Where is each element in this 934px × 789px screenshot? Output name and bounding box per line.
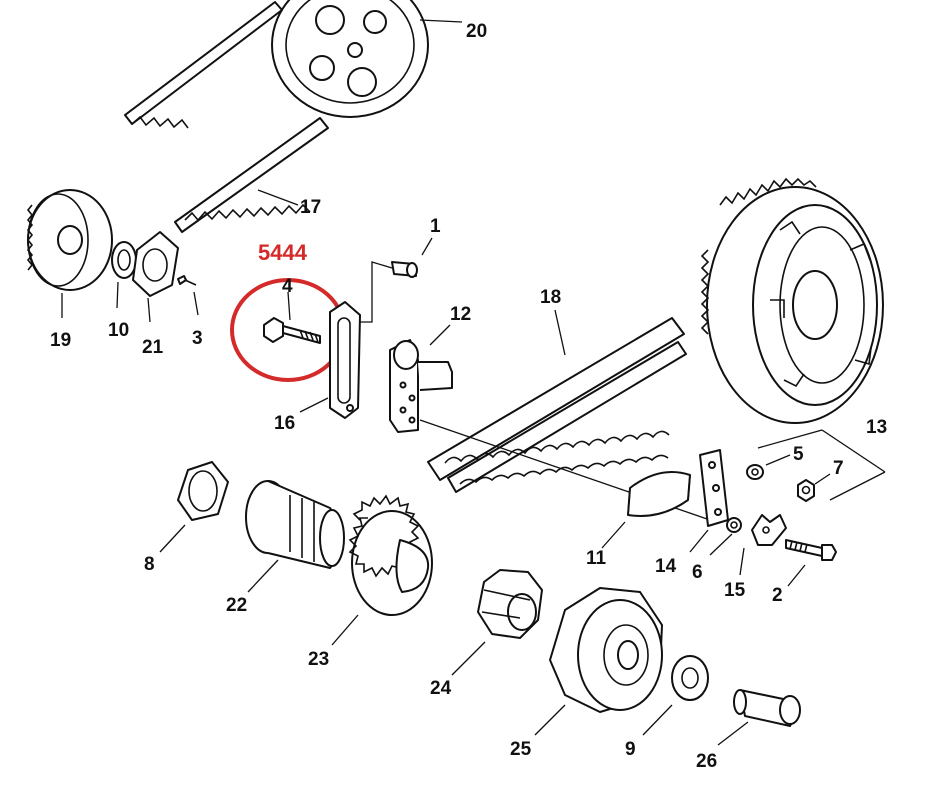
- part-1-bolt: [350, 237, 433, 323]
- callout-19: 19: [50, 330, 71, 351]
- callout-15: 15: [724, 580, 746, 601]
- part-21-lock-plate: [132, 231, 179, 323]
- part-8-hex-nut: [159, 461, 229, 553]
- callout-9: 9: [625, 739, 636, 760]
- highlight-label: 5444: [258, 240, 308, 265]
- callout-16: 16: [274, 413, 295, 434]
- callout-6: 6: [692, 562, 703, 583]
- callout-23: 23: [308, 649, 329, 670]
- part-6-washer: [709, 517, 742, 556]
- part-25-wheel-hub: [534, 587, 663, 736]
- callout-11: 11: [586, 548, 607, 569]
- part-4-bolt: [263, 291, 321, 344]
- callout-18: 18: [540, 287, 561, 308]
- part-2-axle-bolt: [785, 539, 837, 587]
- callout-25: 25: [510, 739, 532, 760]
- upper-belt-segment: [124, 1, 283, 129]
- part-20-rear-pulley: [271, 0, 463, 118]
- part-12-spacer-bracket: [389, 324, 453, 433]
- callout-13: 13: [866, 417, 887, 438]
- callout-2: 2: [772, 585, 783, 606]
- callout-12: 12: [450, 304, 471, 325]
- callout-10: 10: [108, 320, 129, 341]
- part-10-seal: [111, 241, 137, 309]
- part-9-washer: [642, 655, 709, 736]
- part-22-spline-hub: [245, 480, 345, 593]
- callout-8: 8: [144, 554, 155, 575]
- part-13-leader-bracket: [757, 429, 886, 501]
- callout-20: 20: [466, 21, 487, 42]
- callout-1: 1: [430, 216, 441, 237]
- callout-4: 4: [282, 276, 293, 297]
- part-15-lock-tab: [739, 514, 787, 576]
- callout-22: 22: [226, 595, 247, 616]
- part-16-adjuster-bracket: [299, 301, 361, 419]
- part-3-screw: [177, 275, 199, 316]
- callout-5: 5: [793, 444, 804, 465]
- part-17-drive-belt: [174, 117, 329, 233]
- part-26-spacer-sleeve: [717, 689, 801, 746]
- callout-24: 24: [430, 678, 452, 699]
- part-11-chain-guide: [601, 471, 691, 549]
- part-24-hub-carrier: [451, 569, 543, 676]
- part-5-washer: [746, 454, 791, 480]
- callout-21: 21: [142, 337, 164, 358]
- callout-14: 14: [655, 556, 677, 577]
- part-23-front-sprocket: [331, 494, 433, 646]
- part-13-rear-sprocket-hub: [700, 177, 884, 424]
- part-19-transmission-pulley: [26, 189, 113, 318]
- part-7-nut: [797, 473, 831, 502]
- callout-7: 7: [833, 458, 844, 479]
- part-14-adjuster-plate: [689, 449, 729, 553]
- part-18-drive-chain: [427, 309, 687, 493]
- callout-26: 26: [696, 751, 717, 772]
- callout-3: 3: [192, 328, 203, 349]
- callout-17: 17: [300, 197, 321, 218]
